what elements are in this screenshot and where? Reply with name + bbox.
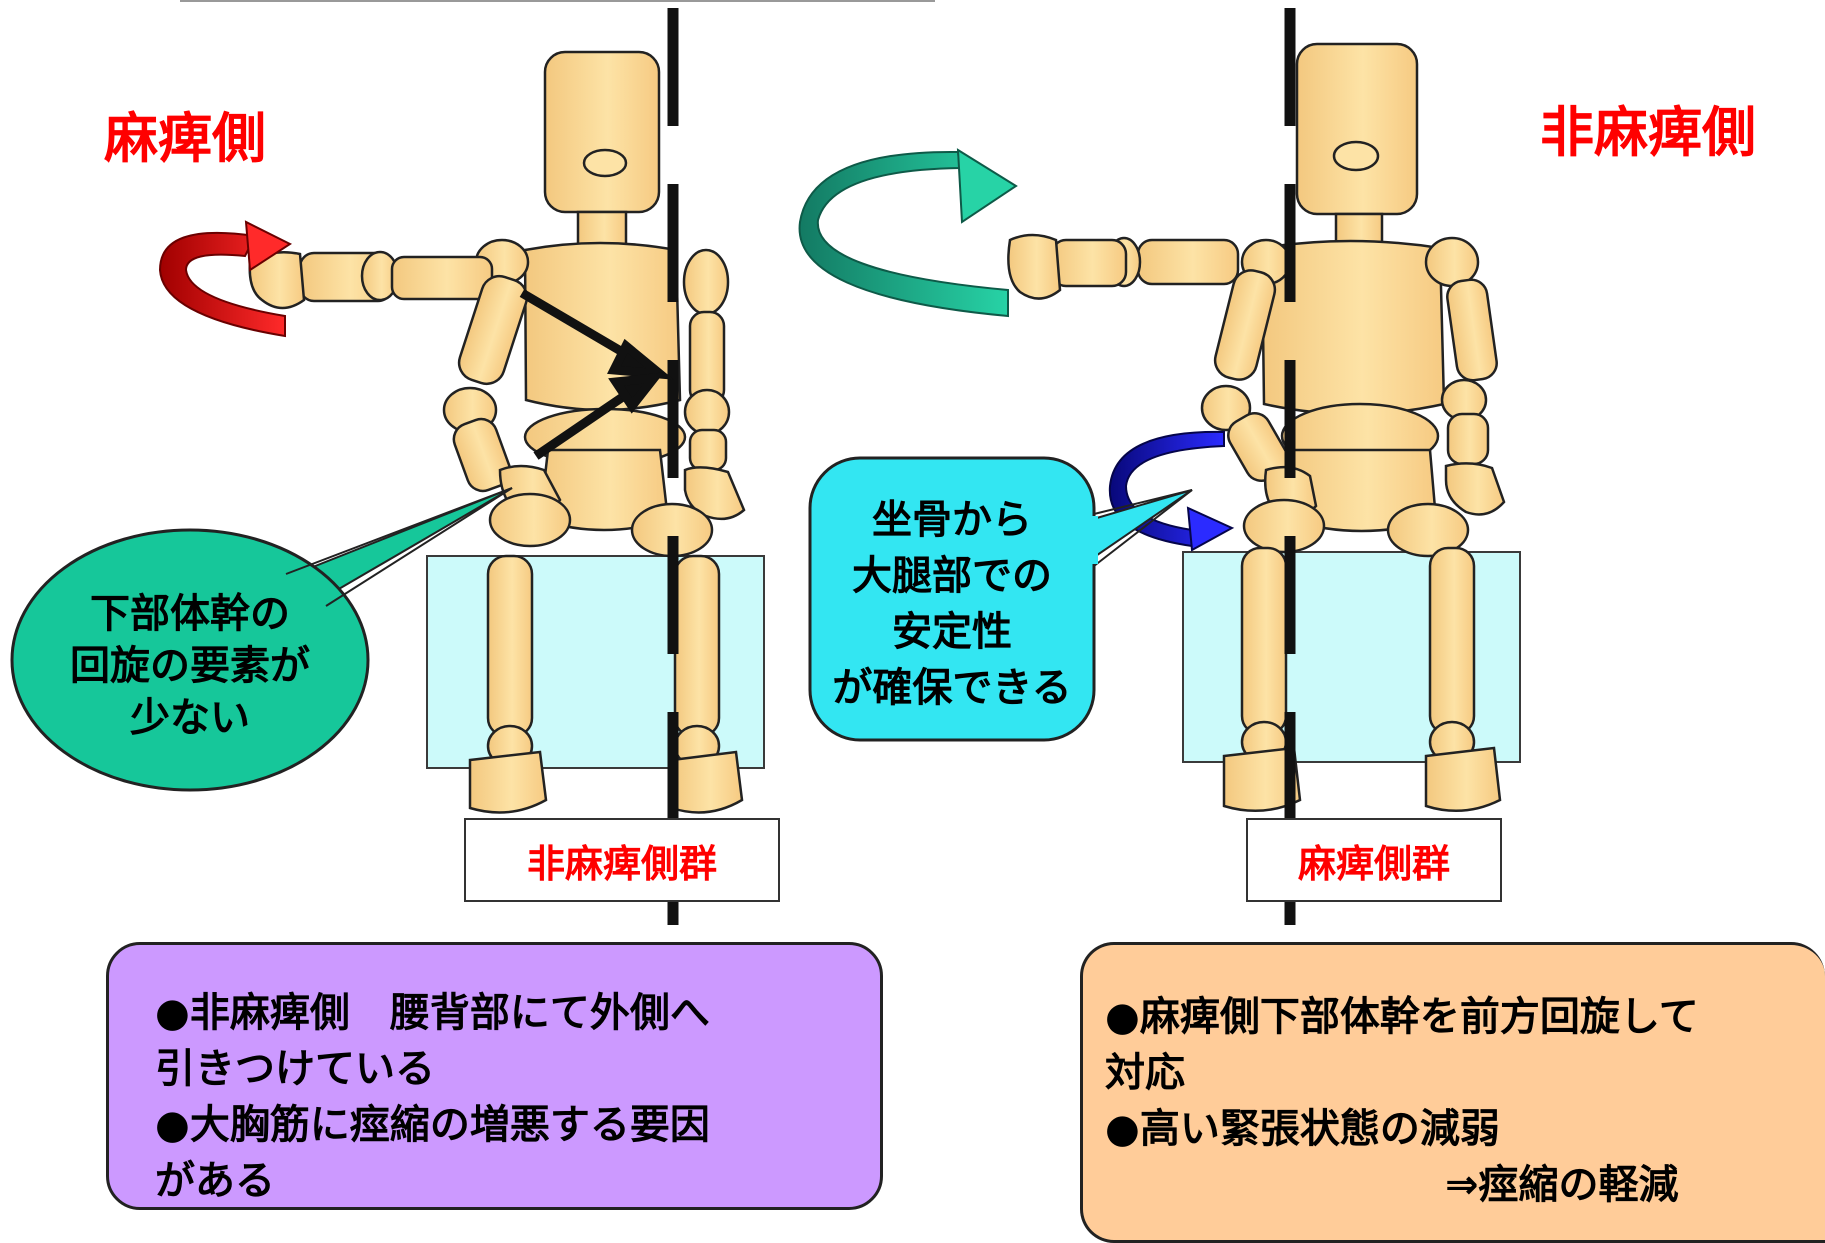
left-note-line: がある (155, 1158, 275, 1204)
right-speech-bubble (808, 456, 1193, 742)
left-force-arrows (519, 289, 675, 460)
left-bubble-line: 下部体幹の (90, 591, 290, 637)
right-bubble-line: が確保できる (832, 665, 1072, 711)
green-rotation-arrow (798, 148, 1018, 318)
right-bubble-line: 安定性 (892, 609, 1012, 655)
right-note-line: ●麻痺側下部体幹を前方回旋して (1105, 994, 1699, 1040)
right-group-label: 麻痺側群 (1297, 841, 1450, 886)
left-note-box: ●非麻痺側 腰背部にて外側へ 引きつけている ●大胸筋に痙縮の増悪する要因 があ… (106, 942, 883, 1210)
left-speech-bubble (10, 487, 513, 792)
right-note-line: ⇒痙縮の軽減 (1445, 1162, 1679, 1208)
right-bubble-line: 坐骨から (872, 497, 1032, 543)
left-bubble-line: 少ない (130, 695, 250, 741)
right-mannequin-figure (1007, 42, 1506, 812)
left-note-line: ●大胸筋に痙縮の増悪する要因 (155, 1102, 710, 1148)
left-group-box: 非麻痺側群 (464, 818, 780, 902)
right-side-label: 非麻痺側 (1540, 101, 1756, 164)
left-note-line: 引きつけている (155, 1046, 435, 1092)
right-group-box: 麻痺側群 (1246, 818, 1502, 902)
right-note-line: 対応 (1105, 1050, 1185, 1096)
left-side-label: 麻痺側 (104, 107, 266, 170)
right-note-box: ●麻痺側下部体幹を前方回旋して 対応 ●高い緊張状態の減弱 ⇒痙縮の軽減 (1080, 942, 1825, 1243)
left-bubble-line: 回旋の要素が (70, 643, 310, 689)
left-note-line: ●非麻痺側 腰背部にて外側へ (155, 990, 710, 1036)
left-group-label: 非麻痺側群 (526, 841, 717, 886)
red-rotation-arrow (158, 220, 293, 338)
left-bubble-text: 下部体幹の 回旋の要素が 少ない (40, 588, 340, 744)
right-bubble-text: 坐骨から 大腿部での 安定性 が確保できる (812, 492, 1092, 716)
right-note-line: ●高い緊張状態の減弱 (1105, 1106, 1500, 1152)
left-mannequin-figure (248, 50, 746, 814)
right-bubble-line: 大腿部での (852, 553, 1052, 599)
